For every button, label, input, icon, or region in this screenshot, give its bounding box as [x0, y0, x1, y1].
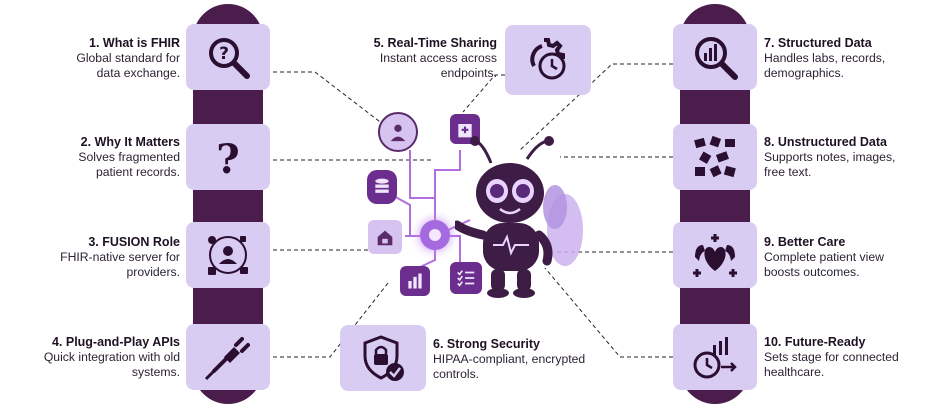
tile-real-time-sharing: [505, 25, 591, 95]
item-desc: Complete patient view: [764, 250, 884, 264]
item-1-text: 1. What is FHIR Global standard for data…: [30, 36, 180, 81]
item-title: 3. FUSION Role: [88, 235, 180, 249]
bar-chart-node-icon: [400, 266, 430, 296]
tile-strong-security: [340, 325, 426, 391]
home-cloud-node-icon: [368, 220, 402, 254]
item-title: 10. Future-Ready: [764, 335, 866, 349]
item-title: 4. Plug-and-Play APIs: [51, 335, 180, 349]
plug-icon: [204, 337, 250, 381]
question-mark-icon: ?: [216, 136, 239, 181]
hub-node-icon: [420, 220, 450, 250]
item-desc: Instant access across: [379, 51, 497, 65]
item-6-text: 6. Strong Security HIPAA-compliant, encr…: [433, 337, 603, 382]
tile-why-it-matters: ?: [186, 124, 270, 190]
item-title: 1. What is FHIR: [89, 36, 180, 50]
item-title: 5. Real-Time Sharing: [373, 36, 497, 50]
item-2-text: 2. Why It Matters Solves fragmented pati…: [30, 135, 180, 180]
item-desc: controls.: [433, 367, 480, 381]
item-title: 2. Why It Matters: [80, 135, 180, 149]
shield-lock-icon: [363, 335, 404, 381]
item-desc: HIPAA-compliant, encrypted: [433, 352, 586, 366]
item-5-text: 5. Real-Time Sharing Instant access acro…: [347, 36, 497, 81]
tile-future-ready: [673, 324, 757, 390]
item-title: 6. Strong Security: [433, 337, 540, 351]
item-8-text: 8. Unstructured Data Supports notes, ima…: [764, 135, 914, 180]
gear-clock-icon: [530, 38, 566, 80]
item-desc: Global standard for: [76, 51, 180, 65]
checklist-node-icon: [450, 262, 482, 294]
svg-text:?: ?: [216, 136, 239, 181]
tile-fusion-role: [186, 222, 270, 288]
item-10-text: 10. Future-Ready Sets stage for connecte…: [764, 335, 914, 380]
svg-text:?: ?: [219, 44, 229, 64]
tile-structured-data: [673, 24, 757, 90]
heart-arms-icon: [693, 234, 737, 277]
item-9-text: 9. Better Care Complete patient view boo…: [764, 235, 914, 280]
database-node-icon: [367, 170, 397, 204]
item-3-text: 3. FUSION Role FHIR-native server for pr…: [30, 235, 180, 280]
item-desc: healthcare.: [764, 365, 825, 379]
item-title: 9. Better Care: [764, 235, 846, 249]
tile-plug-and-play: [186, 324, 270, 390]
item-desc: demographics.: [764, 66, 844, 80]
scattered-notes-icon: [694, 135, 736, 178]
item-title: 8. Unstructured Data: [764, 135, 887, 149]
item-desc: Solves fragmented: [78, 150, 180, 164]
item-desc: free text.: [764, 165, 812, 179]
provider-network-icon: [208, 236, 248, 275]
item-title: 7. Structured Data: [764, 36, 872, 50]
item-desc: endpoints.: [440, 66, 497, 80]
tile-unstructured-data: [673, 124, 757, 190]
item-desc: Sets stage for connected: [764, 350, 899, 364]
item-desc: data exchange.: [96, 66, 180, 80]
item-desc: patient records.: [95, 165, 180, 179]
item-4-text: 4. Plug-and-Play APIs Quick integration …: [30, 335, 180, 380]
item-desc: boosts outcomes.: [764, 265, 860, 279]
item-7-text: 7. Structured Data Handles labs, records…: [764, 36, 914, 81]
item-desc: Supports notes, images,: [764, 150, 896, 164]
item-desc: systems.: [131, 365, 180, 379]
magnifier-question-icon: ?: [209, 38, 250, 79]
magnifier-chart-icon: [695, 37, 738, 80]
bee-mascot-icon: [455, 136, 583, 298]
item-desc: Quick integration with old: [43, 350, 180, 364]
item-desc: providers.: [126, 265, 180, 279]
doctor-node-icon: [378, 112, 418, 152]
tile-what-is-fhir: ?: [186, 24, 270, 90]
item-desc: FHIR-native server for: [60, 250, 180, 264]
item-desc: Handles labs, records,: [764, 51, 886, 65]
tile-better-care: [673, 222, 757, 288]
clock-growth-icon: [693, 337, 737, 379]
